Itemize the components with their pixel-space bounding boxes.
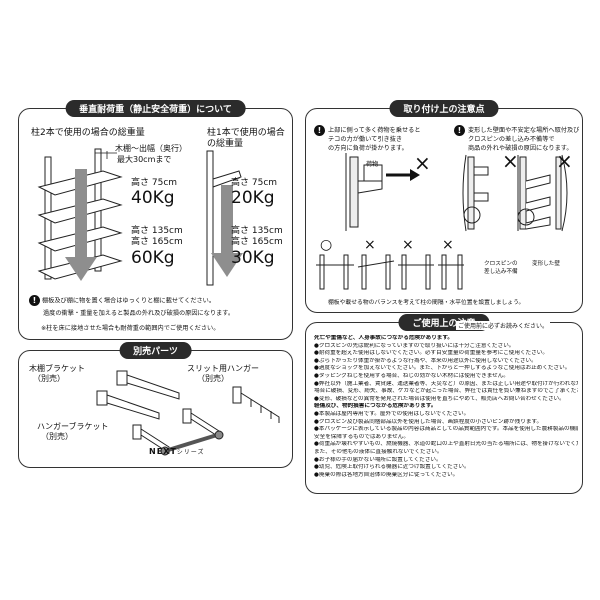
- usage-item: ●弊社以外（施工業者、賃貸建、運送業者等、天災など）の原因、または正しい用途や取…: [314, 380, 578, 387]
- ng-mark: ×: [402, 237, 414, 253]
- slit-hanger-label-line1: スリット用ハンガー: [187, 364, 259, 373]
- one-h75-label: 高さ 75cm: [231, 178, 278, 188]
- usage-item: ●廃棄の際は各地方自治体の廃棄区分に従ってください。: [314, 471, 459, 478]
- one-post-illustration: [206, 150, 243, 286]
- usage-item: ●過度なショックを加えないでください。また、下からと一押しするようなご使用はお止…: [314, 365, 571, 372]
- load-footnote: ※柱を床に接地させた場合も耐荷重の範囲内でご使用ください。: [41, 325, 220, 332]
- one-h165-label: 高さ 165cm: [231, 237, 283, 247]
- two-post-heading: 柱2本で使用の場合の総重量: [31, 128, 145, 138]
- usage-item: ●幼児、危険上取付けられる機器に近づけ設置してください。: [314, 464, 470, 471]
- load-label: 荷物: [366, 161, 379, 168]
- note1-line3: の方向に負荷が掛かります。: [328, 145, 408, 152]
- depth-note-line1: 木棚～出幅（奥行）: [115, 144, 187, 153]
- parts-illustration: [96, 370, 280, 456]
- optional-parts-panel: 別売パーツ 木棚ブラケット （別売） スリット用ハンガー （別売） ハンガーブラ…: [18, 342, 293, 468]
- load-capacity-panel: 垂直耐荷重（静止安全荷重）について 柱2本で使用の場合の総重量 柱1本で使用の場…: [18, 100, 293, 340]
- wood-bracket-label-line2: （別売）: [33, 374, 65, 383]
- wall-mount-illustration: [462, 154, 568, 232]
- optional-parts-title: 別売パーツ: [119, 342, 192, 359]
- warning-icon: !: [29, 295, 40, 306]
- pin-caption-line2: 差し込み不備: [484, 269, 518, 275]
- series-logo: NEXTシリーズ: [149, 447, 205, 456]
- usage-item: 軽傷及び、物的損害につながる危険があります。: [314, 403, 437, 410]
- two-post-shelf-illustration: [37, 148, 123, 281]
- slit-hanger-label-line2: （別売）: [197, 374, 229, 383]
- one-post-heading-line1: 柱1本で使用の場合: [207, 128, 285, 138]
- note2-line2: クロスピンの差し込み不備等で: [468, 136, 555, 143]
- warning-icon: !: [454, 125, 465, 136]
- usage-item: ●タッピングねじを使用する場合、ねじの効かない木材には使用できません。: [314, 372, 509, 379]
- note1-line2: テコの力が働いて引き抜き: [328, 136, 403, 143]
- usage-item: また、その他もの液体に直接触れないでください。: [314, 448, 443, 455]
- two-h75-value: 40Kg: [131, 188, 175, 208]
- series-suffix: シリーズ: [176, 449, 205, 456]
- load-warning: !棚板及び棚に物を置く場合はゆっくりと棚に載せてください。: [29, 295, 215, 306]
- balance-note: 棚板や載せる物のバランスを考えて柱の間隔・水平位置を設置しましょう。: [328, 300, 525, 306]
- usage-item: 場合に破損、変形、紛失、事故、ケガなどが起こった場合、弊社では責任を負い兼ねます…: [314, 388, 578, 395]
- usage-item: ●本製品は屋内専用です。屋外での使用はしないでください。: [314, 410, 470, 417]
- ng-mark: ×: [556, 149, 573, 173]
- usage-title-note: ご使用前に必ずお読みください。: [456, 321, 551, 330]
- one-h75-value: 20Kg: [231, 188, 275, 208]
- note2-line1: 変形した壁面や不安定な場所へ取付及び: [468, 127, 580, 134]
- pin-caption-line1: クロスピンの: [484, 261, 518, 267]
- usage-item: ●本パッケージに表示している製品の内容は商品としての品質範囲内です。本品を使用し…: [314, 426, 578, 433]
- ng-mark: ×: [364, 237, 376, 253]
- mounting-title: 取り付け上の注意点: [389, 100, 499, 117]
- usage-item: ●荷重品が壊れやすいもの、燃焼機器、水道の蛇口の上や直射日光の当たる場所には、物…: [314, 441, 578, 448]
- two-h165-label: 高さ 165cm: [131, 237, 183, 247]
- depth-note-line2: 最大30cmまで: [117, 155, 172, 164]
- series-logo-text: NEXT: [149, 447, 177, 456]
- leverage-illustration: [345, 153, 420, 231]
- one-h135-value: 30Kg: [231, 248, 275, 268]
- one-post-heading-line2: の総重量: [207, 139, 244, 149]
- balance-illustration: [316, 254, 464, 290]
- ng-mark: ×: [502, 149, 519, 173]
- two-h135-value: 60Kg: [131, 248, 175, 268]
- hanger-bracket-label-line2: （別売）: [41, 432, 73, 441]
- ng-mark: ×: [442, 237, 454, 253]
- ok-mark: ○: [320, 237, 333, 253]
- usage-item: 死亡や重傷など、人身事故につながる危険があります。: [314, 335, 454, 341]
- two-h75-label: 高さ 75cm: [131, 178, 178, 188]
- load-warning-line1: 棚板及び棚に物を置く場合はゆっくりと棚に載せてください。: [42, 297, 216, 305]
- usage-item: ●ぶら下がったり体重が掛かるような行為や、本来の用途以外に使用しないでください。: [314, 357, 537, 364]
- usage-item: ●耐荷重を超えた使用はしないでください。必ず目安重量の荷重量を参考にご使用くださ…: [314, 350, 548, 357]
- ng-mark: ×: [414, 151, 431, 175]
- two-h135-label: 高さ 135cm: [131, 226, 183, 236]
- wood-bracket-label-line1: 木棚ブラケット: [29, 364, 85, 373]
- note2-line3: 商品の外れや破損の原因になります。: [468, 145, 573, 152]
- note1-line1: 上部に側って多く荷物を乗せると: [328, 127, 421, 134]
- hanger-bracket-label-line1: ハンガーブラケット: [37, 422, 109, 431]
- warning-icon: !: [314, 125, 325, 136]
- usage-item: ●お子様の手の届かない場所に設置してください。: [314, 456, 442, 463]
- usage-notes-panel: ご使用上の注意 ご使用前に必ずお読みください。 死亡や重傷など、人身事故につなが…: [305, 314, 583, 494]
- one-h135-label: 高さ 135cm: [231, 226, 283, 236]
- usage-item: ●クロスピンの先は鋭利になっていますので取り扱いには十分ご注意ください。: [314, 342, 515, 349]
- load-capacity-title: 垂直耐荷重（静止安全荷重）について: [65, 100, 246, 117]
- usage-item: 安全を保障するものではありません。: [314, 433, 409, 440]
- wall-caption: 変形した壁: [532, 261, 560, 267]
- mounting-panel: 取り付け上の注意点 ! 上部に側って多く荷物を乗せると テコの力が働いて引き抜き…: [305, 100, 583, 313]
- usage-item: ●変形、破損などの異常を発見された場合は使用を直ちにやめて、販売店へお問い合わせ…: [314, 395, 565, 402]
- usage-title-text: ご使用上の注意: [412, 319, 476, 329]
- usage-items-list: 死亡や重傷など、人身事故につながる危険があります。●クロスピンの先は鋭利になって…: [314, 335, 578, 479]
- usage-item: ●クロスピン及び製品同梱部品以外を使用した場合、画鋲程度の小さいピン跡が残ります…: [314, 418, 543, 425]
- load-warning-line2: 過度の衝撃・重量を加えると製品の外れ及び破損の原因になります。: [43, 310, 235, 317]
